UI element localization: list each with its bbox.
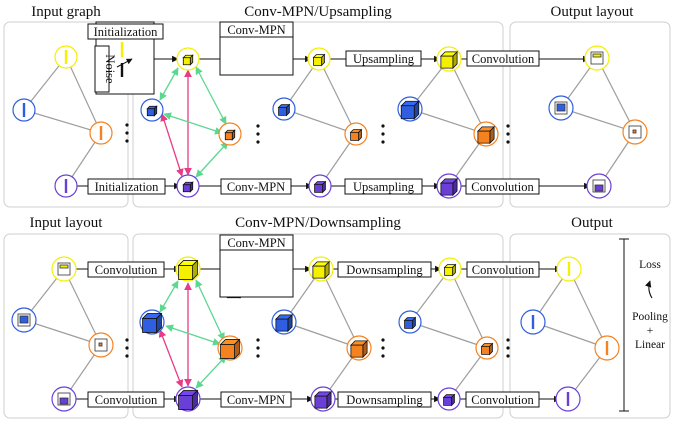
conv-in-top-label: Convolution	[95, 263, 158, 277]
panel-bottom-output	[509, 233, 671, 419]
convolution-top-label: Convolution	[472, 52, 535, 66]
upsampling-top-label: Upsampling	[353, 52, 415, 66]
init-arrow-in	[116, 58, 133, 68]
conv-in-bottom-label: Convolution	[95, 393, 158, 407]
title-conv-mpn-upsampling: Conv-MPN/Upsampling	[244, 4, 392, 20]
linear-label: Linear	[635, 339, 665, 351]
feature-cube	[349, 128, 363, 142]
pooling-label: Pooling	[632, 311, 668, 323]
panel-top-output	[509, 21, 671, 208]
feature-cube	[146, 105, 158, 117]
title-input-layout: Input layout	[30, 215, 104, 231]
feature-cube	[403, 316, 417, 330]
feature-cube	[177, 259, 199, 281]
downsampling-top-label: Downsampling	[346, 263, 423, 277]
feature-cube	[141, 312, 163, 334]
message-arrows	[158, 66, 229, 389]
feature-cube	[442, 393, 456, 407]
feature-cube	[219, 338, 241, 360]
panel-bottom-middle	[132, 233, 504, 419]
panel-group	[3, 21, 671, 419]
panel-top-input	[3, 21, 129, 208]
feature-cube	[400, 100, 420, 120]
layout-masks	[17, 51, 642, 406]
convolution-bottom-b-label: Convolution	[471, 393, 534, 407]
panel-bottom-input	[3, 233, 129, 419]
node-vector-bars	[22, 50, 609, 406]
noise-label: Noise	[103, 54, 117, 84]
feature-cube	[182, 54, 194, 66]
feature-cube	[313, 180, 327, 194]
feature-cube	[312, 53, 326, 67]
label-boxes	[87, 21, 540, 408]
feature-cube	[443, 263, 457, 277]
box-labels: Initialization Noise Conv-MPN Upsampling…	[94, 23, 669, 407]
title-conv-mpn-downsampling: Conv-MPN/Downsampling	[235, 215, 401, 231]
title-output-layout: Output layout	[551, 4, 635, 20]
feature-cube	[311, 260, 331, 280]
feature-cube	[349, 339, 369, 359]
initialization-top-label: Initialization	[94, 25, 159, 39]
plus-label: +	[647, 325, 654, 337]
feature-cube	[277, 103, 291, 117]
feature-cube	[177, 389, 199, 411]
convmpn-top-b-label: Conv-MPN	[227, 236, 285, 250]
feature-cube	[182, 181, 194, 193]
convolution-top-b-label: Convolution	[472, 263, 535, 277]
loss-label: Loss	[639, 259, 661, 271]
convmpn-bottom-b-label: Conv-MPN	[227, 393, 285, 407]
feature-cube	[476, 125, 496, 145]
feature-cube	[274, 313, 294, 333]
title-output: Output	[571, 215, 614, 231]
downsampling-bottom-label: Downsampling	[346, 393, 423, 407]
feature-cube	[439, 177, 459, 197]
feature-cube	[439, 50, 459, 70]
feature-cube	[224, 129, 236, 141]
panel-top-middle	[132, 21, 504, 208]
convmpn-bottom-label: Conv-MPN	[227, 180, 285, 194]
convolution-bottom-label: Convolution	[471, 180, 534, 194]
ellipsis-dots	[125, 123, 510, 358]
title-input-graph: Input graph	[31, 4, 101, 20]
upsampling-bottom-label: Upsampling	[353, 180, 415, 194]
convmpn-top-label: Conv-MPN	[227, 23, 285, 37]
feature-cube	[313, 390, 333, 410]
initialization-bottom-label: Initialization	[95, 180, 160, 194]
feature-cube	[480, 342, 494, 356]
